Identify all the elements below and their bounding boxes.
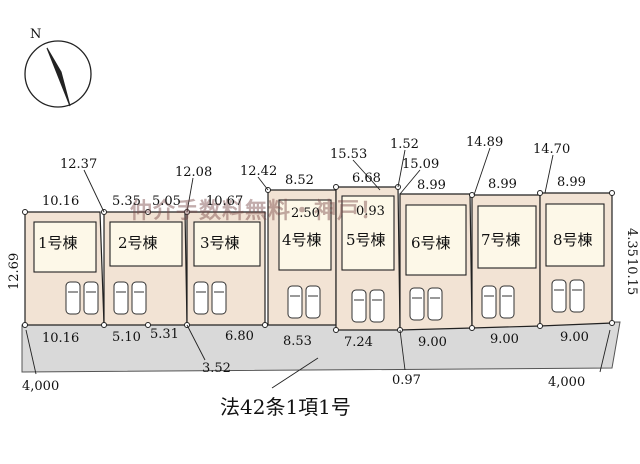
unit-label-7: 7号棟 (481, 231, 521, 249)
bottom-dimensions: 10.16 5.10 5.31 6.80 8.53 7.24 9.00 9.00… (42, 327, 589, 350)
car-icon (305, 285, 321, 319)
dim-bottom-3: 5.31 (150, 327, 179, 342)
car-icon (287, 285, 303, 319)
dim-right-depth-1: 4.35 (624, 228, 639, 257)
car-icon (409, 287, 425, 321)
car-icon (569, 279, 585, 313)
dim-inner-2: 0.93 (356, 204, 385, 219)
leader-lines (25, 147, 611, 389)
unit-label-4: 4号棟 (282, 231, 322, 249)
dim-diag-4: 15.53 (330, 147, 367, 162)
dim-top-6: 6.68 (352, 171, 381, 186)
watermark-text: 仲介手数料無料・神戸！ (130, 198, 383, 224)
unit-label-5: 5号棟 (346, 231, 386, 249)
dim-bottom-8: 9.00 (490, 332, 519, 347)
dim-top-7: 8.99 (417, 178, 446, 193)
compass-north-label: N (30, 27, 41, 42)
dim-bottom-7: 9.00 (418, 335, 447, 350)
car-icon (113, 281, 129, 315)
diagonal-dimensions: 12.37 12.08 12.42 15.53 1.52 15.09 14.89… (60, 135, 570, 180)
dim-diag-5: 1.52 (390, 137, 419, 152)
road-width-right: 4,000 (548, 375, 585, 390)
dim-bottom-5: 8.53 (283, 334, 312, 349)
unit-labels: 1号棟 2号棟 3号棟 4号棟 5号棟 6号棟 7号棟 8号棟 (38, 231, 593, 252)
dim-top-4: 10.67 (206, 194, 243, 209)
car-icon (131, 281, 147, 315)
dim-top-2: 5.35 (112, 194, 141, 209)
dim-top-5: 8.52 (285, 173, 314, 188)
road-width-left: 4,000 (22, 379, 59, 394)
car-icon (427, 287, 443, 321)
parking-cars (65, 279, 585, 323)
dim-diag-7: 14.89 (466, 135, 503, 150)
dim-bottom-9: 9.00 (560, 330, 589, 345)
dim-diag-3: 12.42 (240, 164, 277, 179)
dim-top-9: 8.99 (557, 175, 586, 190)
dim-left-depth: 12.69 (7, 253, 22, 290)
road-label: 法42条1項1号 (220, 395, 351, 419)
car-icon (551, 279, 567, 313)
unit-label-6: 6号棟 (411, 234, 451, 252)
car-icon (65, 281, 81, 315)
dim-inner-1: 2.50 (291, 206, 320, 221)
dim-bottom-2: 5.10 (112, 330, 141, 345)
dim-bottom-1: 10.16 (42, 331, 79, 346)
dim-top-3: 5.05 (152, 194, 181, 209)
dim-below-1: 3.52 (202, 361, 231, 376)
unit-label-8: 8号棟 (553, 231, 593, 249)
top-dimensions: 10.16 5.35 5.05 10.67 8.52 6.68 8.99 8.9… (42, 171, 586, 209)
car-icon (351, 289, 367, 323)
buildings (33, 195, 605, 276)
car-icon (481, 285, 497, 319)
unit-label-1: 1号棟 (38, 234, 78, 252)
dim-diag-6: 15.09 (402, 157, 439, 172)
unit-label-2: 2号棟 (118, 234, 158, 252)
car-icon (83, 281, 99, 315)
dim-top-8: 8.99 (488, 177, 517, 192)
dim-top-1: 10.16 (42, 194, 79, 209)
dim-diag-1: 12.37 (60, 157, 97, 172)
dim-diag-8: 14.70 (533, 142, 570, 157)
dim-right-depth-2: 10.15 (624, 258, 639, 295)
dim-diag-2: 12.08 (175, 165, 212, 180)
unit-label-3: 3号棟 (200, 234, 240, 252)
dim-bottom-4: 6.80 (225, 329, 254, 344)
inner-dimensions: 2.50 0.93 (291, 204, 385, 221)
compass-icon: N (24, 27, 92, 108)
car-icon (369, 289, 385, 323)
car-icon (499, 285, 515, 319)
dim-bottom-6: 7.24 (344, 335, 373, 350)
car-icon (211, 281, 227, 315)
car-icon (193, 281, 209, 315)
dim-below-2: 0.97 (392, 373, 421, 388)
